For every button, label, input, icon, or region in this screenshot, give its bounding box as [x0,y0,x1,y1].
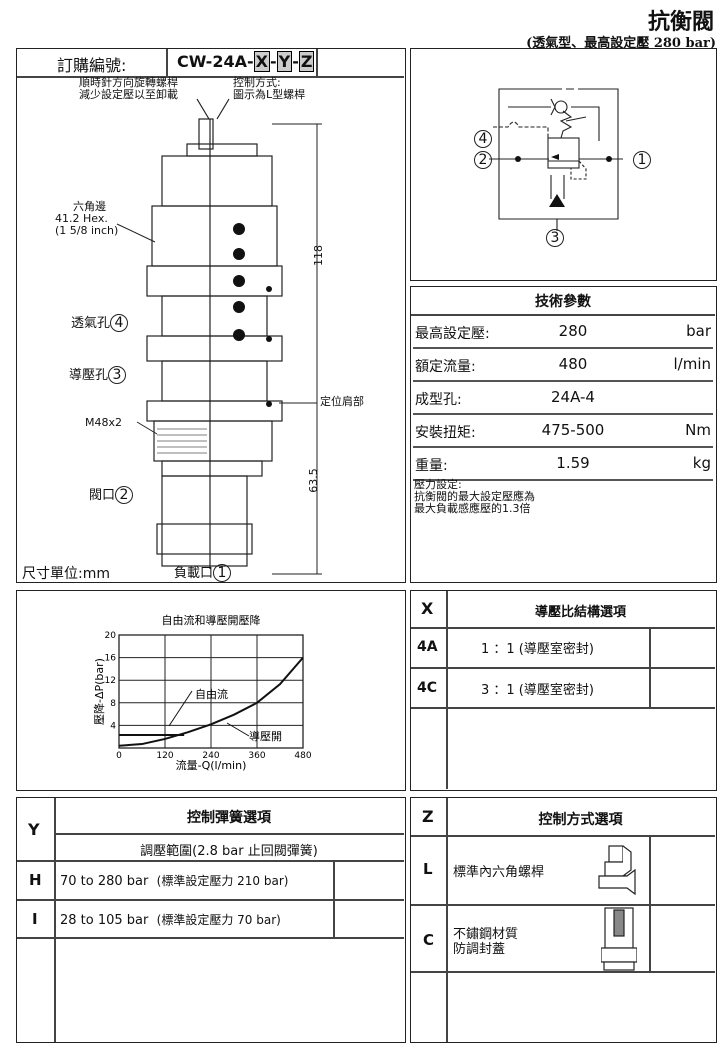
z-title: 控制方式選項 [538,812,623,828]
y-option-h-text: 70 to 280 bar (標準設定壓力 210 bar) [60,874,289,889]
spec-value: 480 [558,355,588,373]
y-subtitle: 調壓範圍(2.8 bar 止回閥彈簧) [140,844,318,859]
tamper-cap-icon [601,907,637,971]
spec-label: 額定流量: [415,359,476,375]
y-option-i-text: 28 to 105 bar (標準設定壓力 70 bar) [60,913,281,928]
spec-value: 1.59 [556,454,590,472]
x-option-4a-text: 1 ：1 (導壓室密封) [481,642,594,657]
y-tick-label: 16 [105,654,117,664]
z-option-l-code: L [423,860,433,878]
dimension-118: 118 [312,245,325,266]
spec-label: 重量: [415,458,448,474]
hydraulic-symbol [489,88,623,231]
page-subtitle: (透氣型、最高設定壓 280 bar) [526,36,716,51]
y-title: 控制彈簧選項 [187,810,271,826]
shoulder-label: 定位肩部 [320,395,364,408]
spec-label: 最高設定壓: [415,326,490,342]
cartridge-drawing-panel: 訂購編號: CW-24A-X-Y-Z 順時針方向旋轉螺桿減少設定壓以至卸載 控制… [16,48,406,583]
spec-label: 安裝扭矩: [415,425,476,441]
port-1-marker: 1 [633,151,651,169]
units-label: 尺寸單位:mm [22,566,110,582]
spec-value: 475-500 [541,421,605,439]
hex-screw-icon [598,845,636,896]
x-options-panel: X 導壓比結構選項 4A 1 ：1 (導壓室密封) 4C 3 ：1 (導壓室密封… [410,590,717,791]
series-line-pilot-open [118,656,304,747]
y-option-i-code: I [32,910,38,928]
thread-label: M48x2 [85,416,122,429]
spec-value: 24A-4 [551,388,595,406]
spec-unit: l/min [673,355,711,373]
x-code: X [421,599,434,618]
x-tick-label: 120 [156,751,173,761]
x-axis-label: 流量-Q(l/min) [176,758,247,772]
pilot-open-arrow [226,722,250,737]
spec-row: 安裝扭矩: 475-500 Nm [411,414,715,448]
specs-title: 技術參數 [535,294,591,310]
y-axis-label: 壓降-ΔP(bar) [92,658,106,725]
free-flow-label: 自由流 [195,687,228,701]
chart-title: 自由流和導壓開壓降 [162,613,261,627]
z-options-panel: Z 控制方式選項 L 標準內六角螺桿 C 不鏽鋼材質防調封蓋 [410,797,717,1043]
pressure-drop-chart: 0 120 240 360 480 4 8 12 16 20 自由流和導壓開壓降流量-Q(l/min… [92,613,312,772]
z-option-l-text: 標準內六角螺桿 [453,865,545,880]
y-tick-label: 4 [110,721,116,731]
y-tick-label: 20 [105,631,117,641]
pressure-drop-chart-panel: 0 120 240 360 480 4 8 12 16 20 自由流和導壓開壓降流量-Q(l/min… [16,590,406,791]
x-tick-label: 0 [116,751,122,761]
y-tick-label: 12 [105,676,116,686]
x-tick-label: 360 [248,751,265,761]
spec-unit: kg [692,454,711,472]
x-tick-label: 480 [294,751,311,761]
dimension-63-5: 63.5 [306,468,320,493]
spec-unit: bar [686,322,711,340]
free-flow-arrow [168,690,193,727]
hydraulic-schematic-panel: 4 2 1 3 [410,48,717,281]
order-code: CW-24A-X-Y-Z [177,51,315,72]
control-note: 控制方式:圖示為L型螺桿 [233,76,306,101]
z-option-c-text: 不鏽鋼材質防調封蓋 [453,927,519,957]
x-option-4c-text: 3 ：1 (導壓室密封) [481,683,594,698]
spec-value: 280 [558,322,588,340]
x-tick-label: 240 [202,751,219,761]
z-code: Z [422,807,434,826]
spec-row: 最高設定壓: 280 bar [411,315,715,349]
x-option-4c-code: 4C [417,680,438,696]
y-options-panel: Y 控制彈簧選項 調壓範圍(2.8 bar 止回閥彈簧) H 70 to 280… [16,797,406,1043]
y-option-h-code: H [29,871,42,889]
port-4-marker: 4 [474,130,492,148]
y-tick-label: 8 [110,699,116,709]
spec-unit: Nm [685,421,711,439]
port-2-marker: 2 [474,151,492,169]
spec-row: 額定流量: 480 l/min [411,348,715,382]
x-option-4a-code: 4A [417,639,438,655]
pressure-setting-note: 壓力設定:抗衡閥的最大設定壓應為最大負載感應壓的1.3倍 [414,478,535,515]
cartridge-cross-section [116,98,322,575]
z-option-c-code: C [423,931,435,949]
port-3-marker: 3 [546,229,564,247]
page-title: 抗衡閥 [647,9,714,35]
spec-row: 重量: 1.59 kg [411,447,715,481]
adjust-note: 順時針方向旋轉螺桿減少設定壓以至卸載 [79,76,178,101]
y-code: Y [28,820,40,839]
spec-row: 成型孔: 24A-4 [411,381,715,415]
spec-label: 成型孔: [415,392,462,408]
specifications-panel: 技術參數 最高設定壓: 280 bar 額定流量: 480 l/min 成型孔:… [410,286,717,583]
order-label: 訂購編號: [57,56,127,75]
x-title: 導壓比結構選項 [534,605,626,620]
pilot-open-label: 導壓開 [249,729,282,743]
